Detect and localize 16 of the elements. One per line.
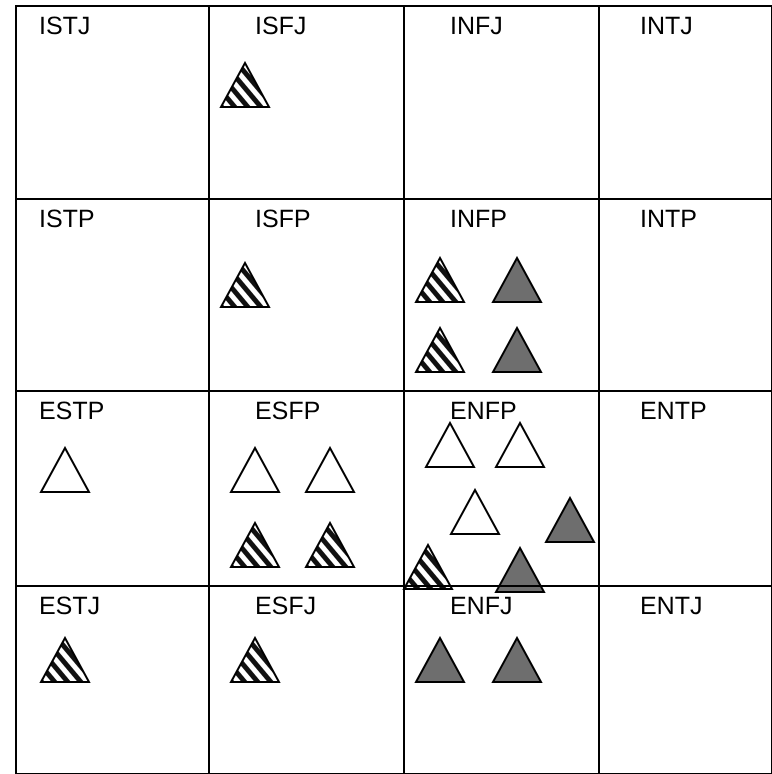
type-label: ESFP xyxy=(255,398,320,424)
type-label: ISFP xyxy=(255,206,311,232)
type-label: ENFP xyxy=(450,398,517,424)
type-label: INFP xyxy=(450,206,507,232)
type-label: ENFJ xyxy=(450,593,512,619)
type-label: ENTP xyxy=(640,398,707,424)
type-label: ESTP xyxy=(39,398,104,424)
type-label: INFJ xyxy=(450,13,503,39)
type-label: INTJ xyxy=(640,13,693,39)
type-label: ESFJ xyxy=(255,593,316,619)
type-label: INTP xyxy=(640,206,697,232)
type-label: ENTJ xyxy=(640,593,702,619)
type-label: ISTP xyxy=(39,206,95,232)
type-label: ESTJ xyxy=(39,593,100,619)
type-label: ISTJ xyxy=(39,13,90,39)
type-label: ISFJ xyxy=(255,13,306,39)
